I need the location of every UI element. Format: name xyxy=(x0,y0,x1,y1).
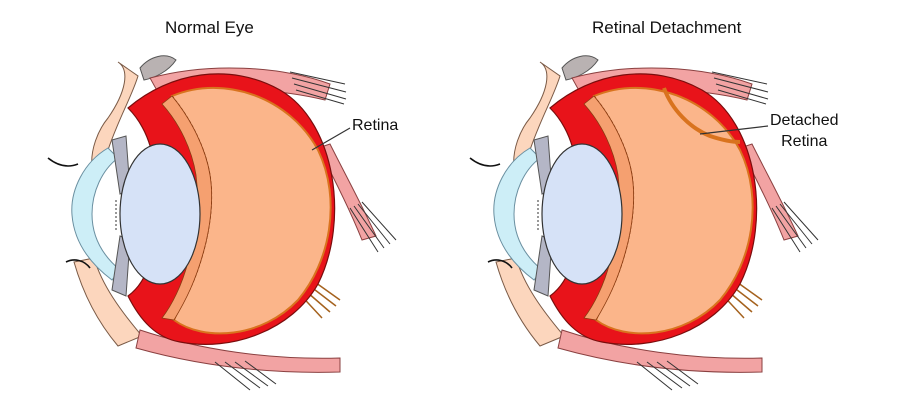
detached-retina-label: Detached Retina xyxy=(770,110,839,152)
retina-label: Retina xyxy=(352,117,399,134)
detached-retina-label-line2: Retina xyxy=(781,133,828,150)
detached-retina-label-line1: Detached xyxy=(770,112,839,129)
retina-leader-line xyxy=(311,127,351,151)
normal-eye-illustration xyxy=(47,54,397,392)
detached-retina-flap xyxy=(662,87,741,144)
detached-retina-leader-line xyxy=(699,125,769,135)
detached-eye-illustration xyxy=(469,54,819,392)
retinal-detachment-title: Retinal Detachment xyxy=(592,18,742,37)
normal-eye-title: Normal Eye xyxy=(165,18,254,37)
